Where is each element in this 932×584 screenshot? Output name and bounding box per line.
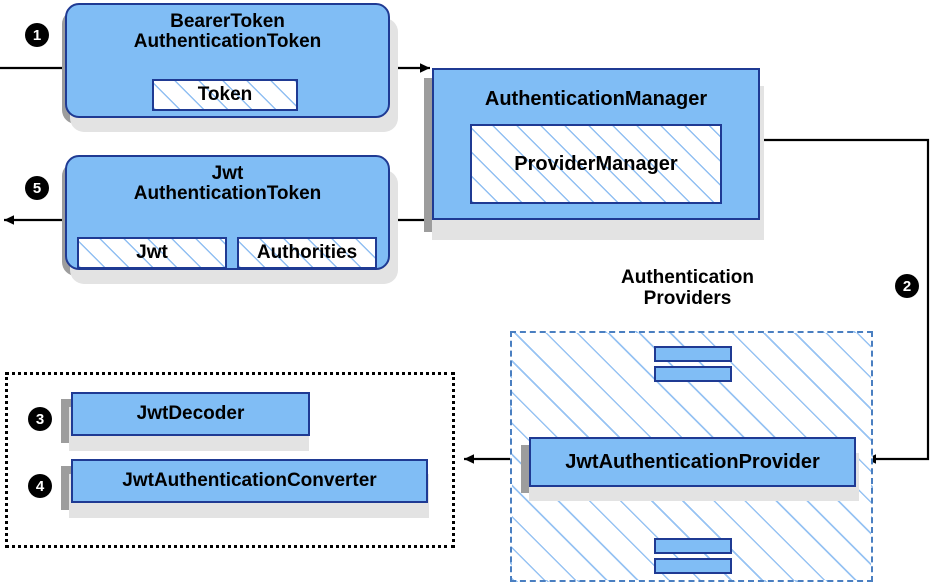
node-token-field[interactable]: Token: [152, 79, 298, 111]
authentication-manager-title: AuthenticationManager: [484, 88, 708, 110]
step-badge-1: 1: [25, 23, 49, 47]
authentication-providers-caption: Authentication Providers: [600, 267, 775, 310]
jwt-token-title-line1: Jwt: [211, 163, 244, 184]
bearer-token-title-line2: AuthenticationToken: [133, 30, 322, 52]
group-jwt-support-components: [5, 372, 455, 548]
step-badge-4: 4: [28, 474, 52, 498]
authentication-providers-caption-line1: Authentication: [621, 267, 754, 288]
bearer-token-title-line1: BearerToken: [170, 11, 285, 32]
jwt-token-title-line2: AuthenticationToken: [133, 182, 322, 204]
provider-stack-bar-bottom-1: [654, 538, 732, 554]
provider-stack-bar-bottom-2: [654, 558, 732, 574]
node-authorities-field[interactable]: Authorities: [237, 237, 377, 269]
step-badge-2: 2: [895, 274, 919, 298]
node-bearer-token-authentication-token[interactable]: BearerToken AuthenticationToken: [65, 3, 390, 118]
node-jwt-authentication-token[interactable]: Jwt AuthenticationToken: [65, 155, 390, 270]
provider-stack-bar-top-2: [654, 366, 732, 382]
node-jwt-field[interactable]: Jwt: [77, 237, 227, 269]
node-jwt-authentication-provider[interactable]: JwtAuthenticationProvider: [529, 437, 856, 487]
node-jwt-decoder[interactable]: JwtDecoder: [71, 392, 310, 436]
connector-manager-to-provider: [761, 138, 930, 464]
authentication-providers-caption-line2: Providers: [643, 287, 732, 309]
provider-stack-bar-top-1: [654, 346, 732, 362]
step-badge-5: 5: [25, 176, 49, 200]
node-provider-manager[interactable]: ProviderManager: [470, 124, 722, 204]
node-jwt-authentication-converter[interactable]: JwtAuthenticationConverter: [71, 459, 428, 503]
step-badge-3: 3: [28, 407, 52, 431]
